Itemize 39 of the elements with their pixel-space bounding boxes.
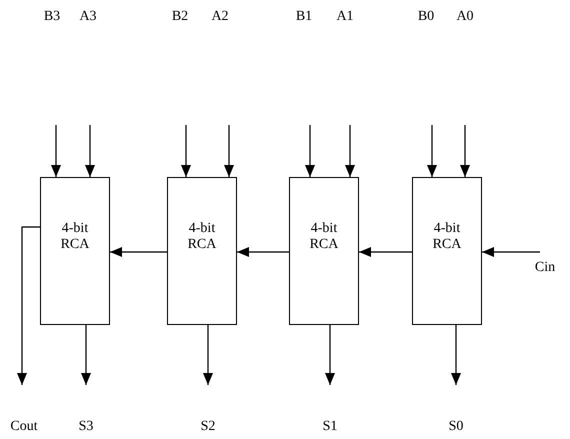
arrow [305,125,315,177]
signal-label: S0 [448,419,464,435]
arrow [203,325,213,385]
arrow [482,247,540,257]
signal-label: B3 [44,9,60,25]
arrow [325,325,335,385]
arrow [81,325,91,385]
block-label: 4-bit RCA [186,221,218,253]
signal-label: Cout [10,419,38,435]
adder-block [412,177,482,325]
arrow [181,125,191,177]
arrow [359,247,412,257]
signal-label: S3 [78,419,94,435]
signal-label: Cin [534,260,556,276]
signal-label: B1 [296,9,312,25]
signal-label: A0 [456,9,474,25]
arrow [224,125,234,177]
arrow [51,125,61,177]
arrow [85,125,95,177]
adder-block [40,177,110,325]
block-label: 4-bit RCA [308,221,340,253]
signal-label: A2 [211,9,229,25]
arrow [345,125,355,177]
signal-label: B2 [172,9,188,25]
arrow [460,125,470,177]
arrow [237,247,289,257]
arrow [427,125,437,177]
signal-label: A3 [79,9,97,25]
signal-label: A1 [336,9,354,25]
arrow [110,247,167,257]
block-label: 4-bit RCA [432,221,462,253]
signal-label: S1 [322,419,338,435]
block-label: 4-bit RCA [60,221,90,253]
signal-label: B0 [418,9,434,25]
adder-block [167,177,237,325]
arrow [451,325,461,385]
arrow [17,226,40,385]
adder-block [289,177,359,325]
signal-label: S2 [200,419,216,435]
